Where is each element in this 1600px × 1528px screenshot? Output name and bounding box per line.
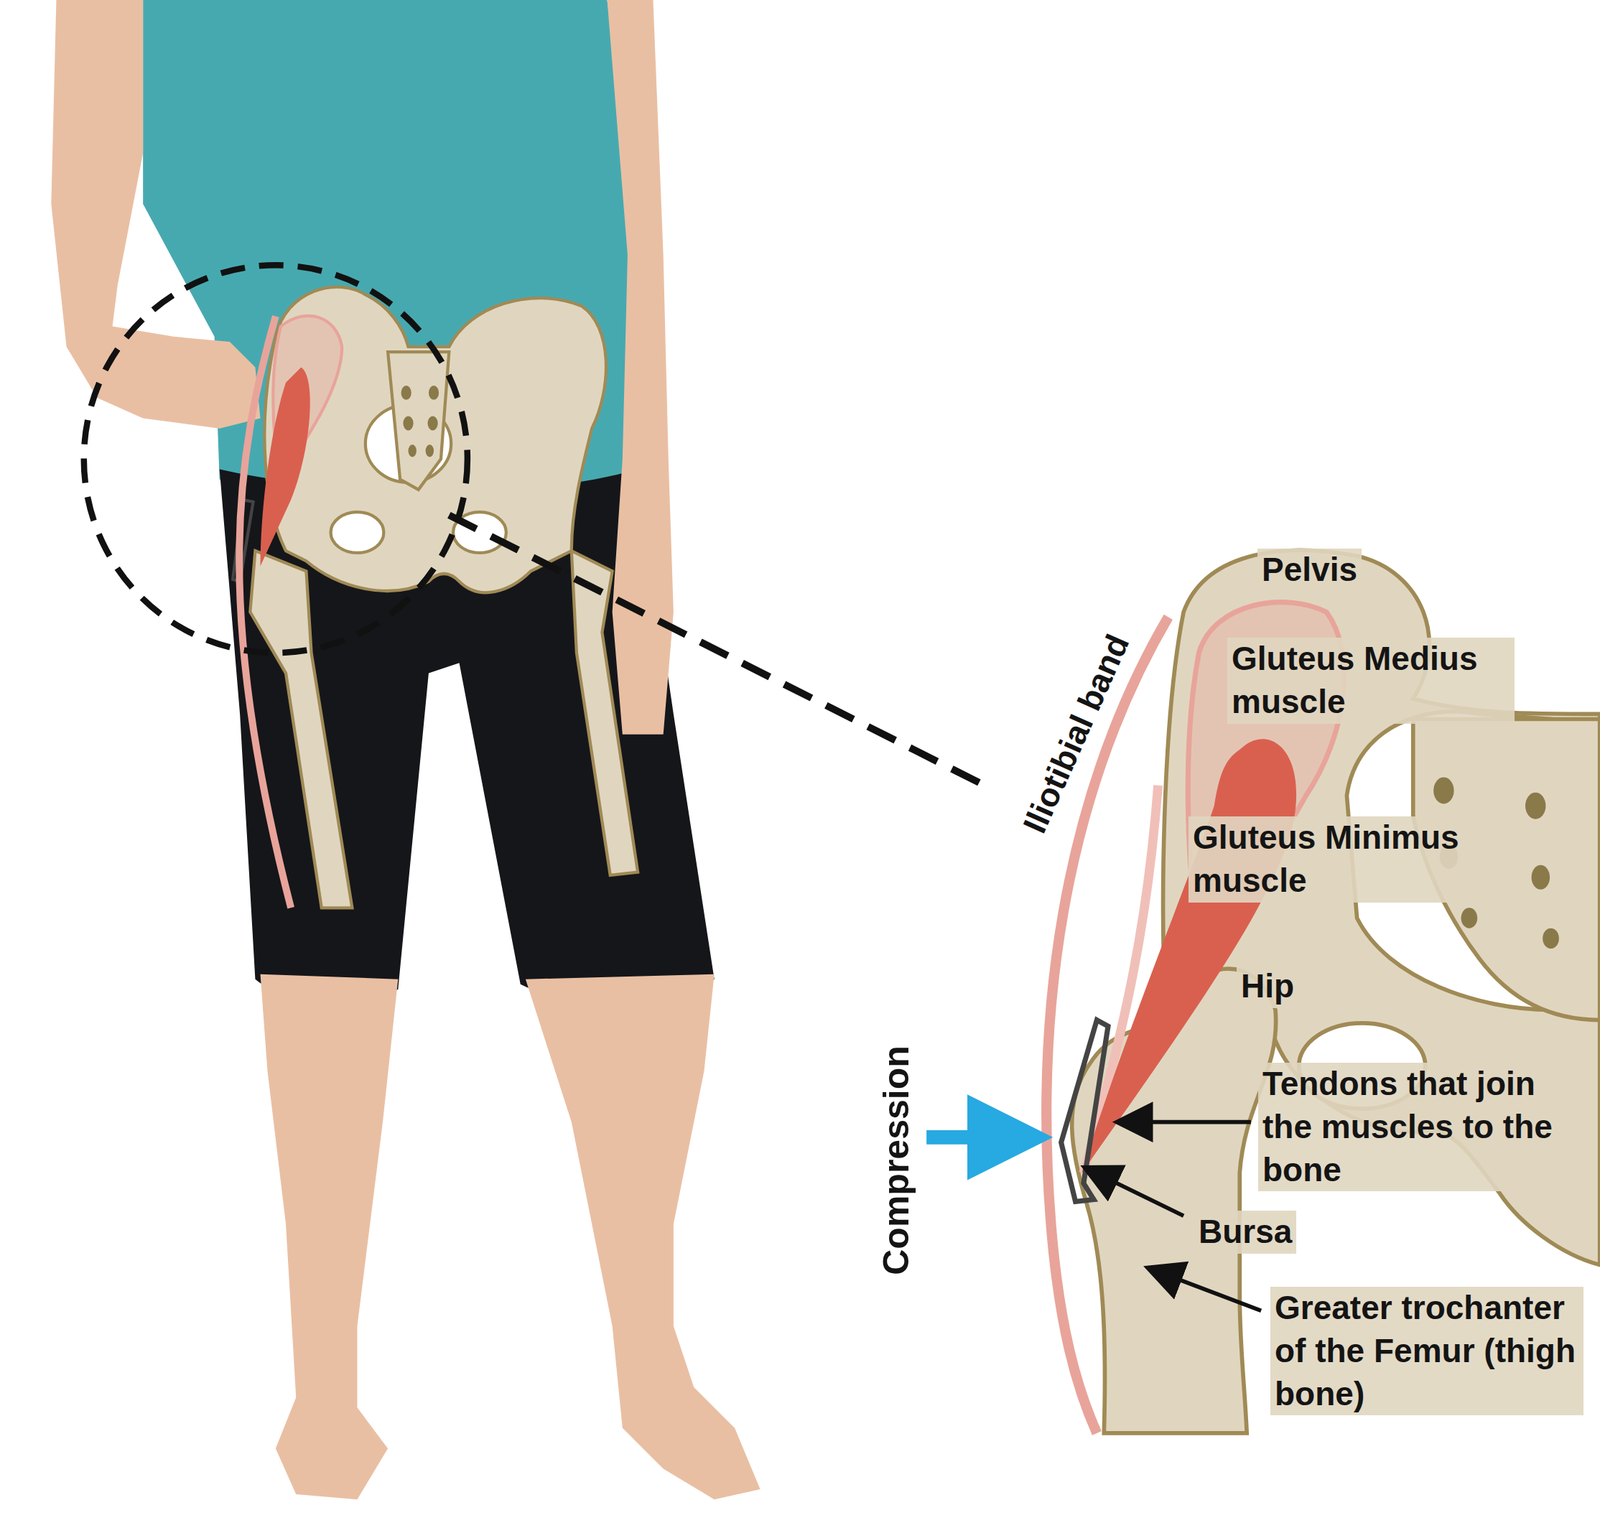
part-label: Tendons that join the muscles to the bon…	[1258, 1062, 1572, 1192]
part-label: Gluteus Minimus muscle	[1188, 816, 1491, 903]
part-label: Greater trochanter of the Femur (thigh b…	[1270, 1286, 1584, 1416]
part-label: Gluteus Medius muscle	[1227, 637, 1515, 724]
iliotibial-band-small	[239, 315, 291, 908]
leader-line	[1151, 1268, 1262, 1311]
band-label: Iliotibial band	[1011, 624, 1142, 844]
femur	[249, 550, 352, 908]
leader-line	[1087, 1169, 1185, 1216]
leader-line	[1120, 1120, 1251, 1125]
part-label: Hip	[1236, 965, 1299, 1009]
inset-anatomy	[1072, 550, 1600, 1433]
force-label: Compression	[873, 1041, 920, 1280]
compression-arrow	[926, 1130, 1010, 1145]
part-label: Pelvis	[1257, 548, 1362, 592]
small-skeleton	[249, 287, 638, 909]
gluteus-minimus-small	[260, 366, 311, 566]
arm	[50, 0, 260, 429]
foramen	[331, 512, 385, 553]
leg	[525, 974, 761, 1501]
part-label: Bursa	[1194, 1210, 1297, 1254]
sacrum-dots	[401, 385, 440, 457]
zoom-line	[448, 514, 985, 785]
person-figure	[50, 0, 760, 1500]
femur	[571, 550, 638, 876]
zoom-circle	[84, 264, 468, 653]
pelvis	[264, 287, 607, 594]
sacrum	[387, 351, 449, 490]
leg	[260, 974, 399, 1501]
